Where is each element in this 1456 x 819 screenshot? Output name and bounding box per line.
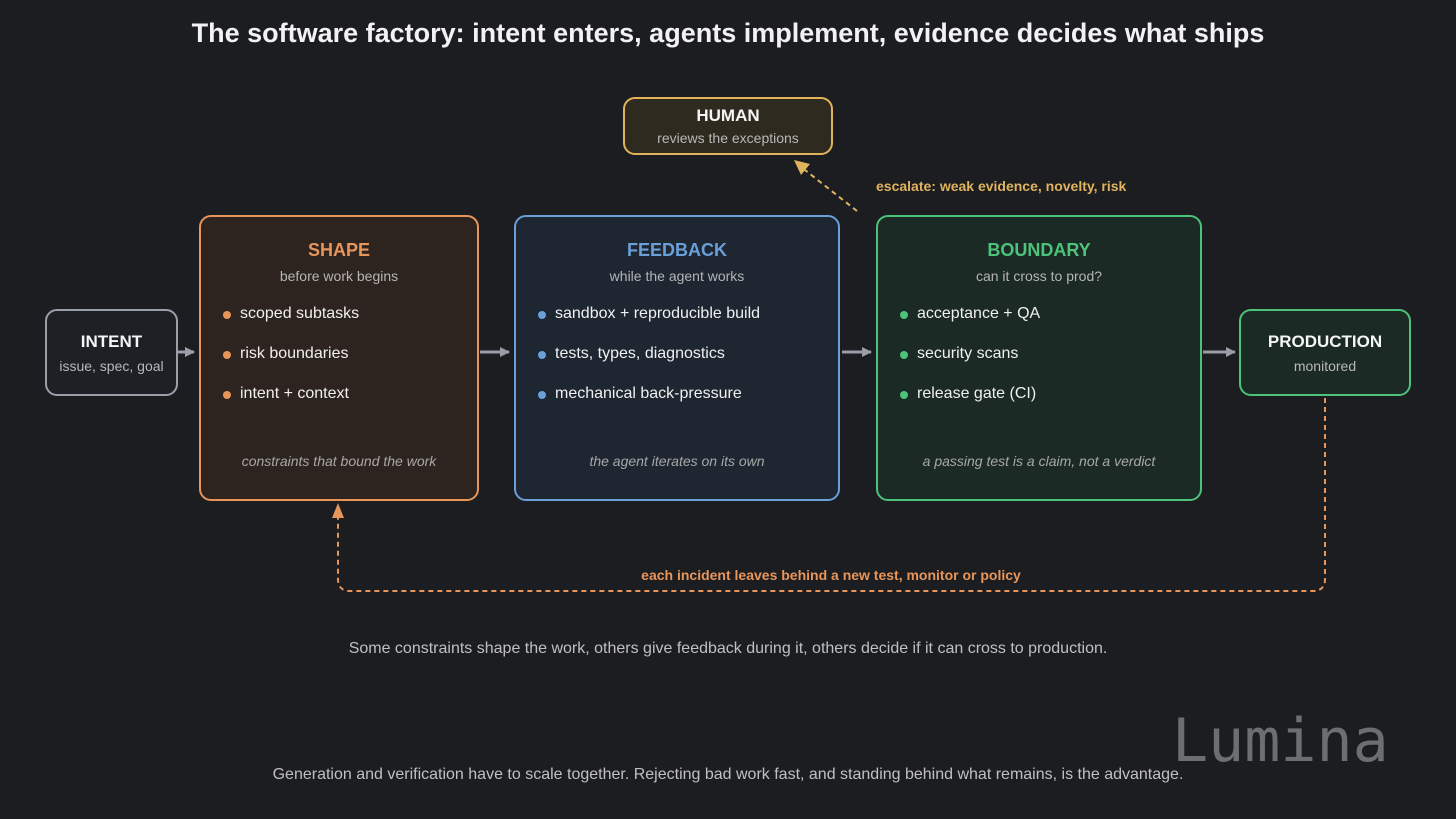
human-title: HUMAN [696,106,760,125]
boundary-list: acceptance + QA security scans release g… [900,305,1040,425]
caption-line-2: Generation and verification have to scal… [272,766,1184,783]
boundary-footer: a passing test is a claim, not a verdict [922,453,1156,469]
shape-subtitle: before work begins [279,268,399,284]
incident-arrowhead [332,503,344,518]
feedback-item-text: tests, types, diagnostics [555,345,725,362]
feedback-title: FEEDBACK [626,240,727,260]
boundary-item-text: release gate (CI) [917,385,1037,402]
bullet-dot [538,391,546,399]
list-item: tests, types, diagnostics [538,345,760,385]
shape-item-text: scoped subtasks [240,305,360,322]
list-item: mechanical back-pressure [538,385,760,425]
production-node: PRODUCTION monitored [1239,309,1411,396]
bullet-dot [223,391,231,399]
arrow-escalate [804,169,858,212]
feedback-list: sandbox + reproducible build tests, type… [538,305,760,425]
shape-footer: constraints that bound the work [241,453,437,469]
list-item: security scans [900,345,1040,385]
list-item: sandbox + reproducible build [538,305,760,345]
escalate-label: escalate: weak evidence, novelty, risk [876,178,1127,194]
production-subtitle: monitored [1293,357,1357,374]
boundary-panel: BOUNDARY can it cross to prod? acceptanc… [876,215,1202,501]
shape-panel: SHAPE before work begins scoped subtasks… [199,215,479,501]
bullet-dot [223,311,231,319]
boundary-title: BOUNDARY [987,240,1091,260]
human-node: HUMAN reviews the exceptions [623,97,833,155]
list-item: intent + context [223,385,359,425]
caption-line-1: Some constraints shape the work, others … [348,640,1108,657]
feedback-panel: FEEDBACK while the agent works sandbox +… [514,215,840,501]
bullet-dot [900,311,908,319]
shape-list: scoped subtasks risk boundaries intent +… [223,305,359,425]
intent-subtitle: issue, spec, goal [59,357,164,374]
list-item: acceptance + QA [900,305,1040,345]
bullet-dot [223,351,231,359]
feedback-subtitle: while the agent works [609,268,745,284]
boundary-subtitle: can it cross to prod? [975,268,1103,284]
feedback-footer: the agent iterates on its own [589,453,765,469]
escalate-arrowhead [794,160,810,175]
list-item: release gate (CI) [900,385,1040,425]
intent-node: INTENT issue, spec, goal [45,309,178,396]
intent-title: INTENT [80,331,143,351]
production-title: PRODUCTION [1267,331,1383,351]
incident-label: each incident leaves behind a new test, … [641,567,1021,583]
shape-item-text: risk boundaries [240,345,349,362]
shape-item-text: intent + context [240,385,349,402]
human-subtitle: reviews the exceptions [657,130,799,146]
shape-title: SHAPE [307,240,370,260]
bullet-dot [900,391,908,399]
feedback-item-text: sandbox + reproducible build [555,305,761,322]
bullet-dot [538,351,546,359]
watermark-logo: Lumina [1172,706,1389,776]
bullet-dot [900,351,908,359]
list-item: scoped subtasks [223,305,359,345]
boundary-item-text: security scans [917,345,1019,362]
feedback-item-text: mechanical back-pressure [555,385,742,402]
bullet-dot [538,311,546,319]
list-item: risk boundaries [223,345,359,385]
boundary-item-text: acceptance + QA [917,305,1041,322]
diagram-title: The software factory: intent enters, age… [191,18,1265,48]
